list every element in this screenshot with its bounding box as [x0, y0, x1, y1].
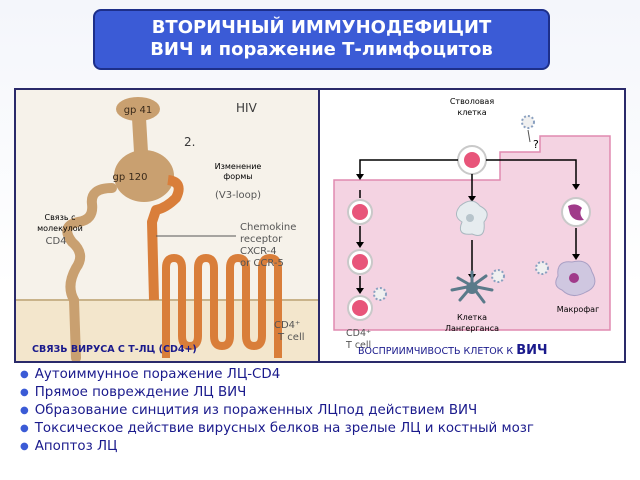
- tcell-precursor-1-nucleus: [352, 204, 368, 220]
- chemokine-label-3: CXCR-4: [240, 246, 277, 257]
- arrow-to-monocyte: [486, 159, 577, 184]
- bullet-item: ● Аутоиммунное поражение ЛЦ-CD4: [20, 366, 630, 384]
- gp120-label: gp 120: [113, 172, 148, 183]
- chemokine-label-1: Chemokine: [240, 222, 296, 233]
- binding-caption: СВЯЗЬ ВИРУСА С Т-ЛЦ (CD4+): [32, 344, 197, 355]
- arrowhead-dendritic: [468, 196, 476, 202]
- monocyte-nucleus: [568, 204, 584, 221]
- susceptibility-caption-hiv: ВИЧ: [516, 343, 547, 358]
- gp120-blob: [114, 150, 174, 202]
- title-banner: ВТОРИЧНЫЙ ИММУНОДЕФИЦИТ ВИЧ и поражение …: [93, 9, 550, 70]
- stem-label-1: Стволовая: [450, 97, 494, 106]
- step-label: 2.: [184, 135, 195, 149]
- bullet-dot-icon: ●: [20, 405, 29, 416]
- cd4-tcell-label-1: CD4⁺: [274, 320, 300, 331]
- binding-diagram: gp 41 gp 120 HIV 2. Изменение формы (V3-…: [16, 97, 318, 363]
- langerhans-label-1: Клетка: [457, 313, 487, 322]
- susceptibility-panel: Стволовая клетка ?: [320, 90, 624, 361]
- cd4-bind-label-1: Связь с: [44, 213, 75, 222]
- gp41-label: gp 41: [124, 105, 153, 116]
- cd4-protein: [62, 183, 117, 363]
- bullet-item: ● Прямое повреждение ЛЦ ВИЧ: [20, 384, 630, 402]
- tcell-label-1: CD4⁺: [346, 328, 371, 339]
- macrophage-label: Макрофаг: [557, 305, 600, 314]
- susceptibility-diagram: Стволовая клетка ?: [333, 97, 611, 358]
- bullet-item: ● Образование синцития из пораженных ЛЦпо…: [20, 402, 630, 420]
- shape-change-label-1: Изменение: [215, 162, 262, 171]
- susceptibility-caption: ВОСПРИИМЧИВОСТЬ КЛЕТОК К ВИЧ: [358, 343, 548, 358]
- arrowhead-tcell-2: [356, 242, 364, 248]
- arrowhead-macrophage: [572, 254, 580, 260]
- figure-panels: gp 41 gp 120 HIV 2. Изменение формы (V3-…: [14, 88, 626, 363]
- chemokine-label-4: or CCR-5: [240, 258, 284, 269]
- bullet-text: Апоптоз ЛЦ: [34, 439, 118, 454]
- tcell-label-2: T cell: [345, 340, 371, 351]
- question-mark: ?: [533, 138, 539, 151]
- virus-question-icon: [521, 115, 535, 143]
- bullet-text: Образование синцития из пораженных ЛЦпод…: [34, 403, 478, 418]
- bullet-dot-icon: ●: [20, 387, 29, 398]
- title-line-2: ВИЧ и поражение Т-лимфоцитов: [150, 39, 493, 60]
- langerhans-label-2: Лангерганса: [445, 324, 499, 333]
- arrowhead-tcell: [356, 174, 364, 180]
- bullet-dot-icon: ●: [20, 441, 29, 452]
- bullet-dot-icon: ●: [20, 423, 29, 434]
- bullet-list: ● Аутоиммунное поражение ЛЦ-CD4 ● Прямое п…: [20, 366, 630, 456]
- dendritic-precursor-nucleus: [466, 214, 474, 222]
- cd4-tcell-nucleus: [352, 300, 368, 316]
- gp41-blob: [116, 97, 160, 121]
- v3loop-label: (V3-loop): [215, 190, 261, 201]
- v3-loop: [147, 175, 184, 301]
- tcell-precursor-2-nucleus: [352, 254, 368, 270]
- arrowhead-tcell-3: [356, 288, 364, 294]
- binding-panel: gp 41 gp 120 HIV 2. Изменение формы (V3-…: [16, 90, 318, 363]
- bullet-text: Прямое повреждение ЛЦ ВИЧ: [34, 385, 247, 400]
- susceptibility-caption-text: ВОСПРИИМЧИВОСТЬ КЛЕТОК К: [358, 346, 516, 357]
- virus-on-langerhans-icon: [491, 269, 505, 283]
- bullet-dot-icon: ●: [20, 369, 29, 380]
- chemokine-receptor: [162, 253, 282, 358]
- hiv-label: HIV: [236, 101, 258, 115]
- virus-on-macrophage-icon: [535, 261, 549, 275]
- cd4-tcell-label-2: T cell: [277, 332, 305, 343]
- bullet-item: ● Апоптоз ЛЦ: [20, 438, 630, 456]
- bullet-text: Аутоиммунное поражение ЛЦ-CD4: [34, 367, 281, 382]
- arrowhead-monocyte: [572, 184, 580, 190]
- bullet-text: Токсическое действие вирусных белков на …: [34, 421, 534, 436]
- langerhans-cell-body: [466, 282, 478, 294]
- stem-label-2: клетка: [457, 108, 486, 117]
- chemokine-label-2: receptor: [240, 234, 283, 245]
- shape-change-label-2: формы: [223, 172, 252, 181]
- virus-on-tcell-icon: [373, 287, 387, 301]
- arrow-to-tcell: [359, 159, 458, 174]
- panel-divider: [318, 90, 320, 361]
- langerhans-cell: [450, 270, 494, 304]
- title-line-1: ВТОРИЧНЫЙ ИММУНОДЕФИЦИТ: [151, 17, 492, 38]
- gp41-stalk: [132, 111, 148, 159]
- bullet-item: ● Токсическое действие вирусных белков на…: [20, 420, 630, 438]
- cd4-bind-label-2: молекулой: [37, 224, 83, 233]
- stem-cell-nucleus: [464, 152, 480, 168]
- cd4-label: CD4: [45, 236, 66, 247]
- macrophage-nucleus: [569, 273, 579, 283]
